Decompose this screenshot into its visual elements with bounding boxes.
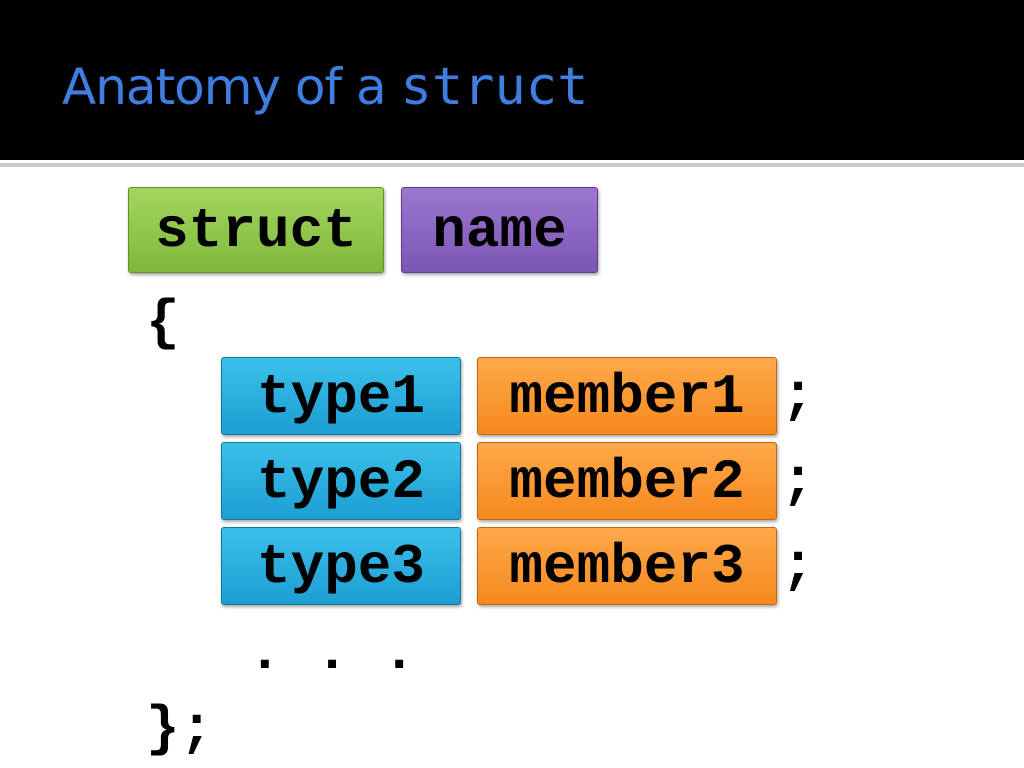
member-box-1: member1 — [477, 357, 777, 435]
slide-title: Anatomy of a struct — [62, 52, 588, 122]
divider-line — [0, 163, 1024, 167]
title-keyword: struct — [400, 57, 589, 117]
title-prefix: Anatomy of a — [62, 58, 401, 116]
struct-name-box: name — [401, 187, 598, 273]
ellipsis: . . . — [248, 621, 417, 685]
type-box-1: type1 — [221, 357, 461, 435]
semicolon-2: ; — [781, 449, 815, 513]
semicolon-1: ; — [781, 364, 815, 428]
type-box-3: type3 — [221, 527, 461, 605]
member-box-2: member2 — [477, 442, 777, 520]
close-brace: }; — [146, 697, 214, 761]
semicolon-3: ; — [781, 534, 815, 598]
member-box-3: member3 — [477, 527, 777, 605]
title-bar: Anatomy of a struct — [0, 0, 1024, 160]
struct-keyword-box: struct — [128, 187, 384, 273]
open-brace: { — [146, 291, 180, 355]
type-box-2: type2 — [221, 442, 461, 520]
